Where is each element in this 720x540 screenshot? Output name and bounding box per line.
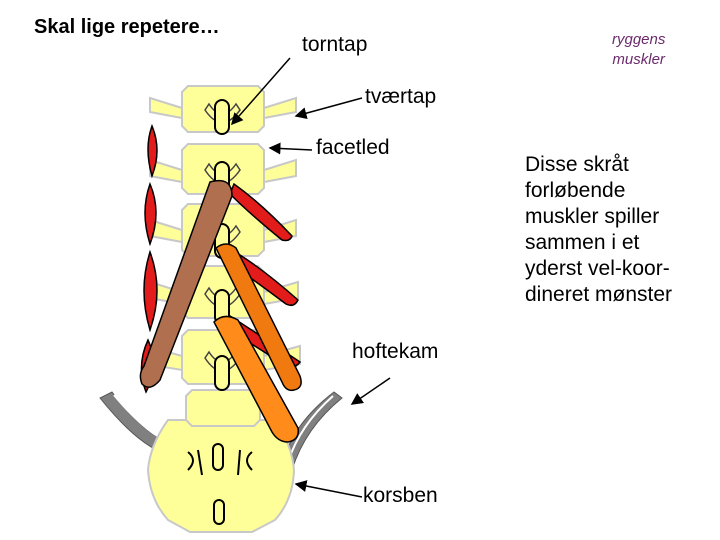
torntap-pointer	[231, 57, 291, 126]
note-line: muskler spiller	[525, 205, 660, 228]
vertebra	[149, 85, 297, 133]
slide-title: Skal lige repetere…	[34, 16, 220, 38]
hoftekam-pointer	[350, 377, 391, 405]
note-line: dineret mønster	[525, 283, 673, 306]
note-line: yderst vel-koor-	[525, 257, 670, 280]
vertebra	[185, 389, 261, 427]
korsben-pointer	[294, 480, 363, 498]
back-muscles-label: ryggens muskler	[612, 30, 665, 70]
brown-muscle	[139, 179, 233, 388]
orange-muscle	[215, 243, 302, 392]
back-muscles-label-line: muskler	[612, 51, 665, 68]
note-line: forløbende	[525, 179, 626, 202]
label-sacrum: korsben	[363, 484, 438, 507]
sacrum	[146, 419, 296, 533]
note-line: sammen i et	[525, 231, 640, 254]
label-spinous-process: torntap	[302, 33, 368, 56]
explanation-note: Disse skråt forløbende muskler spiller s…	[525, 152, 672, 308]
label-iliac-crest: hoftekam	[352, 340, 439, 363]
facetled-pointer	[268, 142, 313, 155]
light-orange-muscle	[213, 315, 300, 443]
pointer-lines	[231, 57, 391, 498]
back-muscles-label-line: ryggens	[612, 31, 666, 48]
note-line: Disse skråt	[525, 153, 629, 176]
label-facet-joint: facetled	[316, 136, 390, 159]
label-transverse-process: tværtap	[365, 85, 437, 108]
back-muscles	[139, 123, 302, 443]
tvaertap-pointer	[294, 97, 363, 120]
